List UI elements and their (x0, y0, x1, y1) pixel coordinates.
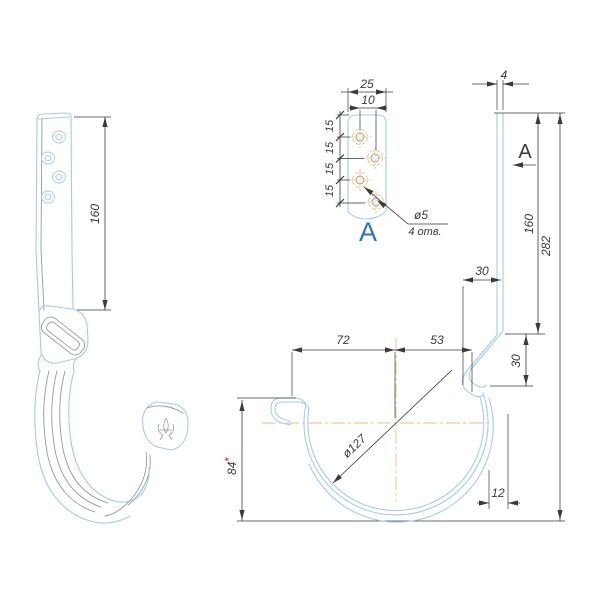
detail-dim-25: 25 (341, 77, 393, 112)
strap-left-outline (35, 118, 40, 313)
clip-outline (142, 401, 189, 451)
bend-plate-outline (38, 305, 89, 364)
brand-emblem-icon (157, 417, 175, 441)
side-dim-30-vertical: 30 (490, 334, 533, 387)
dim-text-side-160: 160 (522, 214, 536, 234)
emboss-rib (40, 316, 86, 356)
hook-rib-3 (59, 370, 109, 504)
view-direction-arrow: A (513, 141, 536, 168)
dim-text-15-1: 15 (324, 119, 336, 132)
detail-plate-outline (347, 114, 387, 220)
tongue-outline-1 (104, 451, 148, 517)
side-dim-12: 12 (477, 414, 520, 509)
detail-dim-10: 10 (349, 93, 387, 150)
side-profile-outer (461, 112, 498, 398)
neck-left (37, 354, 42, 372)
gutter-outer-arc (303, 392, 489, 516)
side-dim-30-horizontal: 30 (462, 264, 501, 385)
dim-text-84: 84* (222, 457, 239, 475)
pictorial-view: 160 (34, 112, 189, 524)
dim-text-15-3: 15 (324, 162, 336, 175)
hook-inner-edge (68, 370, 142, 503)
pictorial-dim-160: 160 (74, 116, 111, 311)
side-dim-4: 4 (472, 68, 529, 110)
dim-text-10: 10 (361, 93, 375, 107)
hook-outer-edge (34, 369, 131, 524)
detail-dims-15: 15 15 15 15 (324, 110, 365, 208)
dim-text-72: 72 (336, 333, 350, 347)
dim-text-282: 282 (539, 236, 553, 257)
side-view: A 4 160 282 (237, 68, 565, 522)
hole-count-text: 4 отв. (408, 226, 441, 238)
hook-rib-1 (43, 370, 96, 513)
clip-top-edge (146, 405, 184, 414)
dim-text-160: 160 (88, 204, 102, 224)
detail-view-a: 25 10 15 15 15 15 ø5 4 отв. A (324, 77, 448, 247)
detail-hole-note: ø5 4 отв. (363, 186, 448, 238)
dim-text-53: 53 (430, 333, 444, 347)
hook-rib-2 (51, 370, 102, 508)
hole-dia-text: ø5 (414, 208, 428, 222)
dim-text-15-2: 15 (324, 141, 336, 154)
detail-view-label: A (359, 217, 377, 247)
dim-text-30-v: 30 (509, 354, 523, 368)
neck-right (72, 358, 77, 372)
strap-top-edge (37, 116, 71, 120)
tongue-outline-2 (127, 454, 151, 506)
gutter-section-centerlines (262, 338, 492, 502)
side-view-label: A (518, 141, 532, 163)
dim-text-4: 4 (501, 68, 508, 82)
tongue-edge (140, 467, 150, 496)
dim-text-30-h: 30 (475, 264, 489, 278)
side-profile-inner (468, 112, 504, 388)
gutter-inner-arc (307, 396, 485, 512)
lip-inner-curl (274, 401, 310, 422)
hook-wrap-arc (308, 397, 494, 523)
dim-text-25: 25 (359, 77, 374, 91)
dim-text-12: 12 (491, 486, 505, 500)
lip-outer-curl (270, 397, 307, 426)
dim-text-15-4: 15 (324, 184, 336, 197)
strap-right-outline (36, 112, 74, 310)
strap-holes (41, 130, 66, 204)
strap-side-edge (40, 118, 45, 311)
section-dim-84: 84* (222, 397, 296, 521)
side-dim-282: 282 (237, 113, 565, 522)
section-dims-72-53: 72 53 (291, 333, 473, 418)
side-dim-160: 160 (505, 113, 545, 335)
